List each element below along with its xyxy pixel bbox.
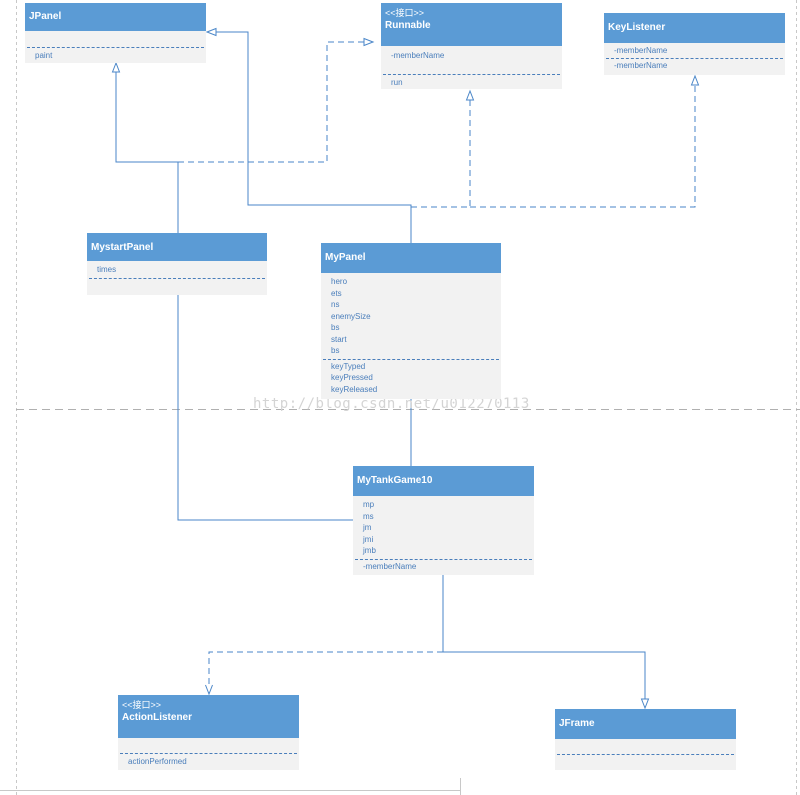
attribute: bs [331, 346, 340, 355]
method: keyReleased [331, 384, 378, 394]
class-name: ActionListener [122, 712, 193, 723]
method: actionPerformed [128, 757, 187, 766]
class-name: MyTankGame10 [357, 475, 433, 486]
method: paint [35, 51, 53, 60]
methods-mytankgame10: -memberName [353, 560, 534, 575]
attribute: mp [363, 500, 375, 509]
method: -memberName [614, 60, 668, 70]
arrowhead-keylistener [690, 74, 700, 86]
attribute: ets [331, 288, 342, 298]
methods-jpanel: paint [25, 48, 206, 64]
edge-mytankgame10-actionlistener [208, 651, 443, 688]
methods-actionlistener: actionPerformed [118, 754, 299, 770]
attribute: jmb [363, 546, 376, 555]
edge-mypanel-jpanel [214, 31, 412, 243]
class-mystartpanel[interactable]: MystartPanel times [87, 233, 267, 295]
edge-mystartpanel-jpanel [115, 70, 179, 233]
class-jpanel[interactable]: JPanel paint [25, 3, 206, 63]
methods-mypanel: keyTyped keyPressed keyReleased [321, 360, 501, 398]
method: keyTyped [331, 361, 366, 371]
attributes-runnable: -memberName [381, 46, 562, 74]
attribute: bs [331, 323, 340, 332]
class-name: JPanel [29, 11, 62, 22]
stereotype: <<接口>> [385, 8, 425, 18]
class-runnable[interactable]: <<接口>> Runnable -memberName run [381, 3, 562, 89]
methods-keylistener: -memberName [604, 59, 785, 74]
attribute: jm [363, 523, 372, 532]
class-name: KeyListener [608, 22, 666, 33]
edge-mytankgame10-jframe [442, 575, 646, 700]
attribute: ms [363, 511, 374, 521]
method: run [391, 78, 403, 87]
watermark: http://blog.csdn.net/u012270113 [253, 396, 530, 412]
method: keyPressed [331, 373, 373, 382]
class-keylistener[interactable]: KeyListener -memberName -memberName [604, 13, 785, 75]
edge-mypanel-keylistener [470, 83, 696, 208]
attributes-keylistener: -memberName [604, 43, 785, 58]
attribute: enemySize [331, 311, 371, 321]
class-jframe[interactable]: JFrame [555, 709, 736, 770]
attributes-mystartpanel: times [87, 261, 267, 278]
arrowhead-actionlistener [205, 684, 213, 696]
class-mypanel[interactable]: MyPanel hero ets ns enemySize bs start b… [321, 243, 501, 399]
class-name: MyPanel [325, 252, 366, 263]
class-name: Runnable [385, 20, 431, 31]
edge-mystartpanel-runnable [178, 41, 366, 163]
edge-mypanel-runnable [411, 98, 471, 208]
methods-runnable: run [381, 75, 562, 91]
class-name: MystartPanel [91, 242, 154, 253]
class-name: JFrame [559, 718, 595, 729]
arrowhead-runnable-2 [465, 89, 475, 101]
attribute: start [331, 334, 347, 344]
class-mytankgame10[interactable]: MyTankGame10 mp ms jm jmi jmb -memberNam… [353, 466, 534, 575]
attribute: -memberName [614, 46, 668, 55]
method: -memberName [363, 561, 417, 571]
attribute: hero [331, 277, 348, 286]
attribute: jmi [363, 534, 374, 544]
attribute: ns [331, 300, 340, 309]
arrowhead-jframe [640, 698, 650, 710]
attributes-mypanel: hero ets ns enemySize bs start bs [321, 273, 501, 359]
attribute: times [97, 265, 117, 274]
class-actionlistener[interactable]: <<接口>> ActionListener actionPerformed [118, 695, 299, 770]
arrowhead-jpanel-2 [205, 27, 217, 37]
attribute: -memberName [391, 51, 445, 60]
stereotype: <<接口>> [122, 700, 162, 710]
arrowhead-jpanel-1 [111, 61, 121, 73]
attributes-mytankgame10: mp ms jm jmi jmb [353, 496, 534, 559]
edge-mystartpanel-mytankgame10 [177, 295, 353, 521]
arrowhead-runnable-1 [363, 37, 375, 47]
